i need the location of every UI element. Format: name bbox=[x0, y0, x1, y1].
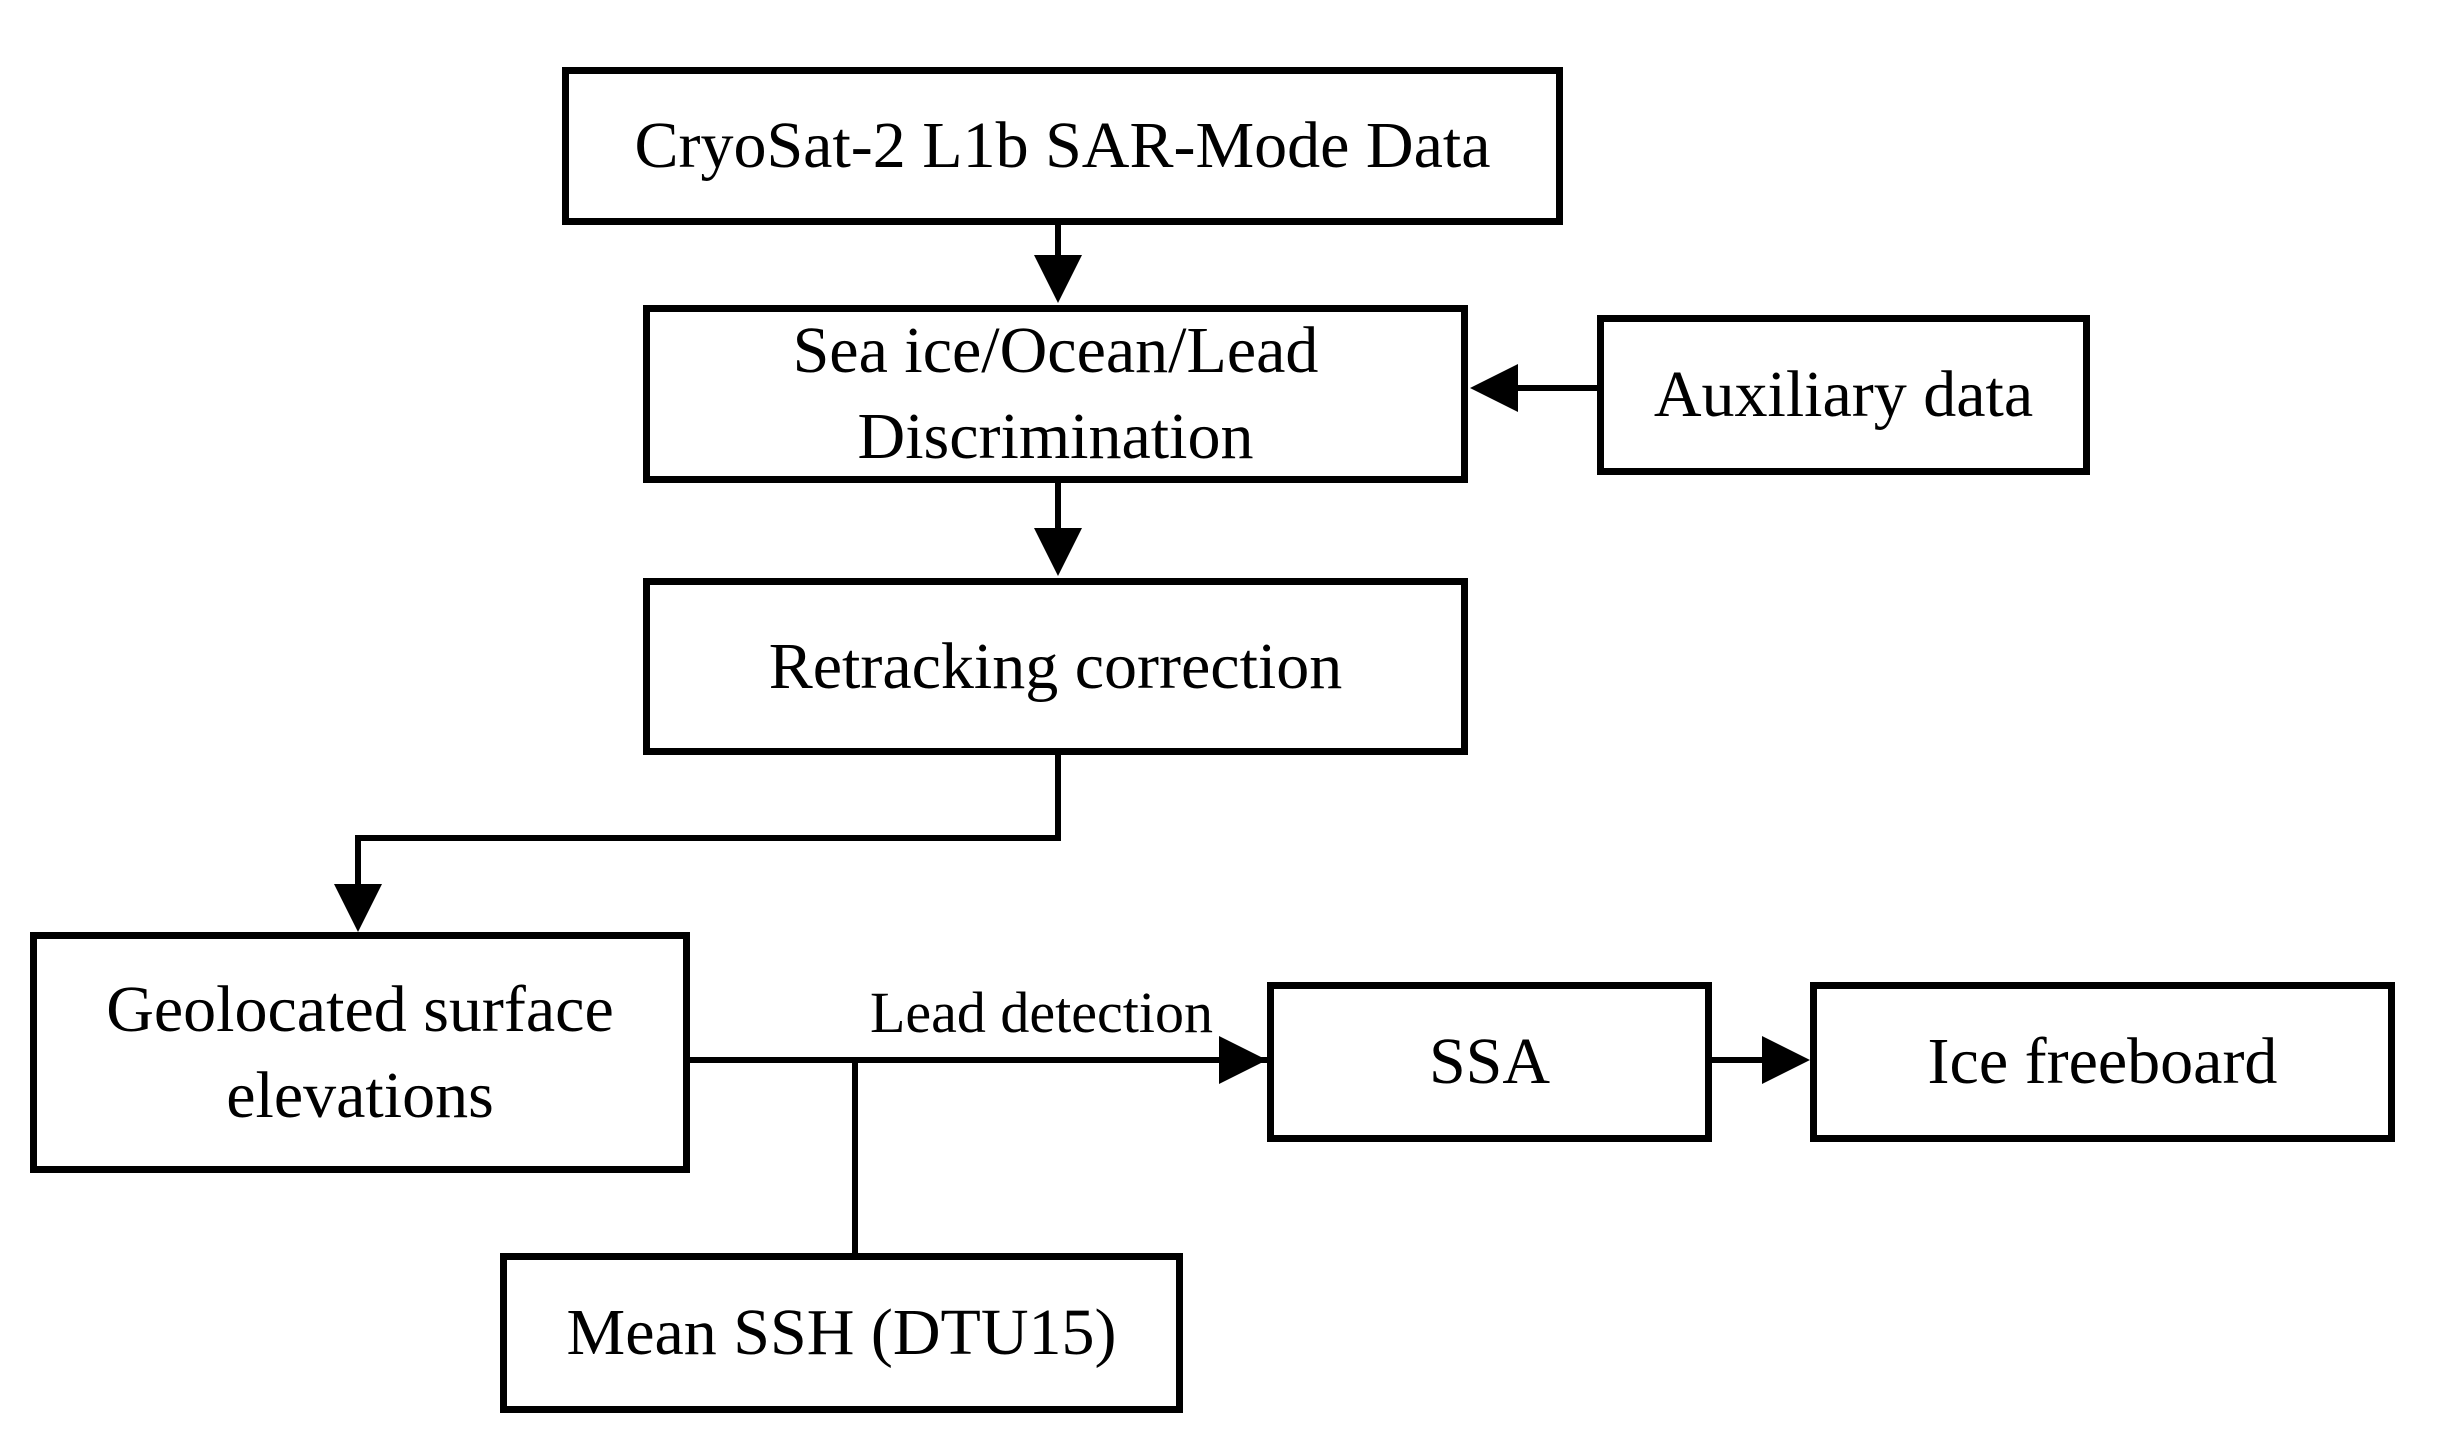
edge-retracking-to-geolocated-horizontal bbox=[355, 835, 1061, 841]
node-cryosat-l1b-sar-mode-data: CryoSat-2 L1b SAR-Mode Data bbox=[562, 67, 1563, 225]
edge-ssa-to-icefreeboard-line bbox=[1712, 1057, 1774, 1063]
node-label: CryoSat-2 L1b SAR-Mode Data bbox=[634, 109, 1491, 183]
node-geolocated-surface-elevations: Geolocated surface elevations bbox=[30, 932, 690, 1173]
arrowhead-cryosat-to-discrimination bbox=[1034, 255, 1082, 303]
node-label: Retracking correction bbox=[768, 629, 1343, 703]
edge-meanssh-junction-line bbox=[852, 1060, 858, 1255]
node-ice-freeboard: Ice freeboard bbox=[1810, 982, 2395, 1142]
node-mean-ssh-dtu15: Mean SSH (DTU15) bbox=[500, 1253, 1183, 1413]
edge-cryosat-to-discrimination-line bbox=[1055, 225, 1061, 270]
edge-geolocated-to-ssa-line bbox=[690, 1057, 1267, 1063]
edge-auxiliary-to-discrimination-line bbox=[1510, 385, 1600, 391]
arrowhead-discrimination-to-retracking bbox=[1034, 528, 1082, 576]
edge-retracking-to-geolocated-vertical1 bbox=[1055, 755, 1061, 841]
arrowhead-retracking-to-geolocated bbox=[334, 884, 382, 932]
arrowhead-geolocated-to-ssa bbox=[1219, 1036, 1267, 1084]
node-label: SSA bbox=[1428, 1025, 1551, 1099]
node-sea-ice-ocean-lead-discrimination: Sea ice/Ocean/Lead Discrimination bbox=[643, 305, 1468, 483]
node-label: Ice freeboard bbox=[1927, 1025, 2278, 1099]
node-label: Geolocated surface elevations bbox=[106, 972, 614, 1132]
node-label: Sea ice/Ocean/Lead Discrimination bbox=[792, 314, 1319, 473]
edge-label-lead-detection: Lead detection bbox=[870, 980, 1213, 1045]
node-label: Mean SSH (DTU15) bbox=[566, 1296, 1117, 1370]
edge-discrimination-to-retracking-line bbox=[1055, 483, 1061, 533]
node-ssa: SSA bbox=[1267, 982, 1712, 1142]
node-auxiliary-data: Auxiliary data bbox=[1597, 315, 2090, 475]
node-retracking-correction: Retracking correction bbox=[643, 578, 1468, 755]
arrowhead-ssa-to-icefreeboard bbox=[1762, 1036, 1810, 1084]
arrowhead-auxiliary-to-discrimination bbox=[1470, 364, 1518, 412]
edge-retracking-to-geolocated-vertical2 bbox=[355, 835, 361, 889]
node-label: Auxiliary data bbox=[1653, 358, 2034, 432]
